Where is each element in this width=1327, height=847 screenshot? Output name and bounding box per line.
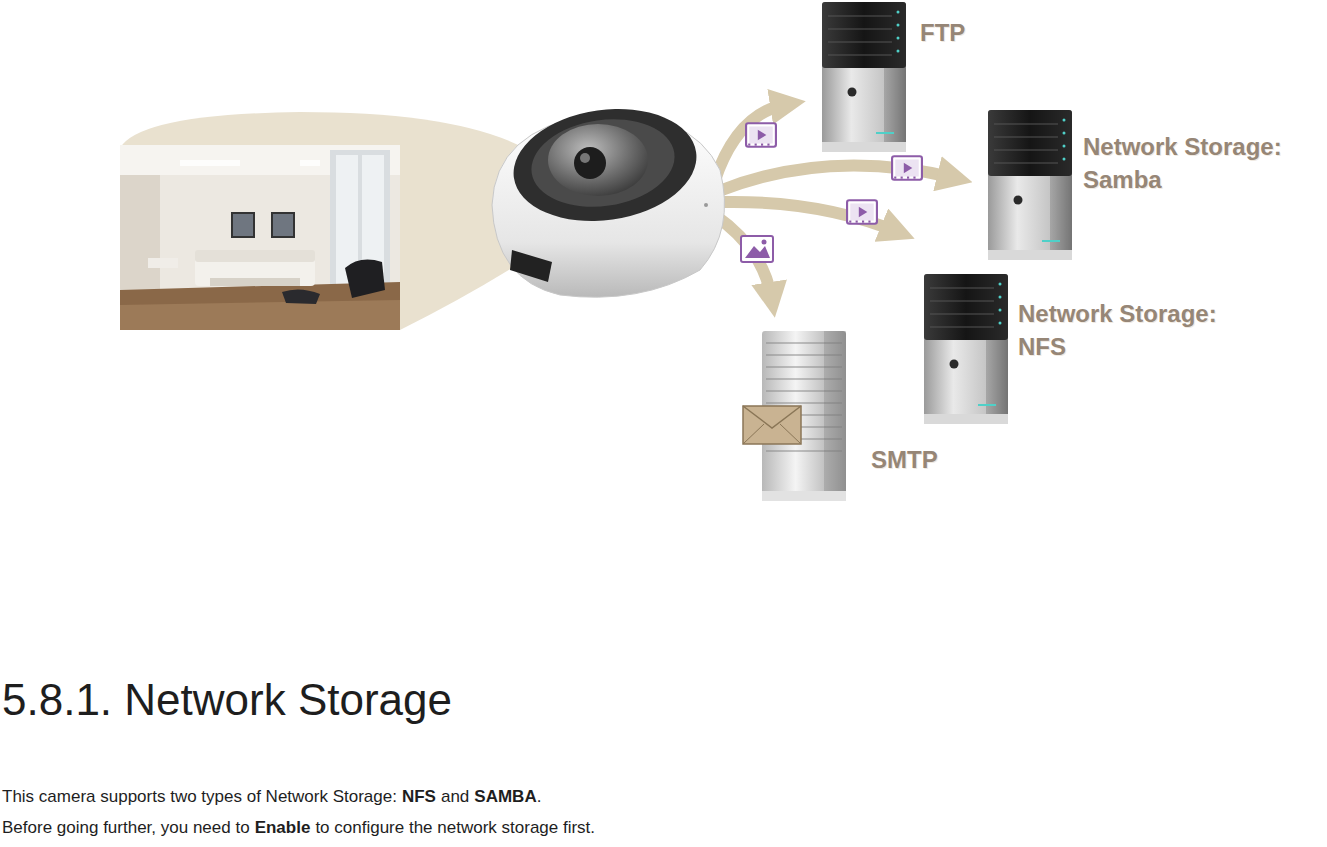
- section-heading: 5.8.1. Network Storage: [2, 672, 452, 728]
- room-photo: [120, 145, 400, 330]
- view-cone: [120, 112, 528, 330]
- body-text: to configure the network storage first.: [315, 816, 595, 840]
- body-line: Before going further, you need toEnablet…: [2, 816, 595, 840]
- video-icon: [746, 123, 776, 146]
- bold-term: Enable: [255, 816, 311, 840]
- video-icon: [892, 156, 922, 179]
- server-name: Network Storage: Samba: [1083, 130, 1319, 196]
- body-text: and: [441, 785, 469, 809]
- envelope-icon: [743, 406, 801, 444]
- video-icon: [847, 200, 877, 223]
- server-name: FTP: [920, 16, 970, 49]
- samba-server: [988, 110, 1072, 260]
- bold-term: NFS: [402, 785, 436, 809]
- body-line: This camera supports two types of Networ…: [2, 785, 541, 809]
- server-label: SMTP: [871, 443, 942, 476]
- server-label: Network Storage: NFS: [1018, 297, 1254, 363]
- server-name: Network Storage: NFS: [1018, 297, 1254, 363]
- body-text: .: [537, 785, 542, 809]
- server-name: SMTP: [871, 443, 942, 476]
- image-icon: [741, 236, 773, 262]
- bold-term: SAMBA: [474, 785, 536, 809]
- nfs-server: [924, 274, 1008, 424]
- body-text: Before going further, you need to: [2, 816, 250, 840]
- dome-camera: [492, 98, 725, 297]
- ftp-server: [822, 2, 906, 152]
- server-label: Network Storage: Samba: [1083, 130, 1319, 196]
- body-text: This camera supports two types of Networ…: [2, 785, 397, 809]
- server-label: FTP: [920, 16, 970, 49]
